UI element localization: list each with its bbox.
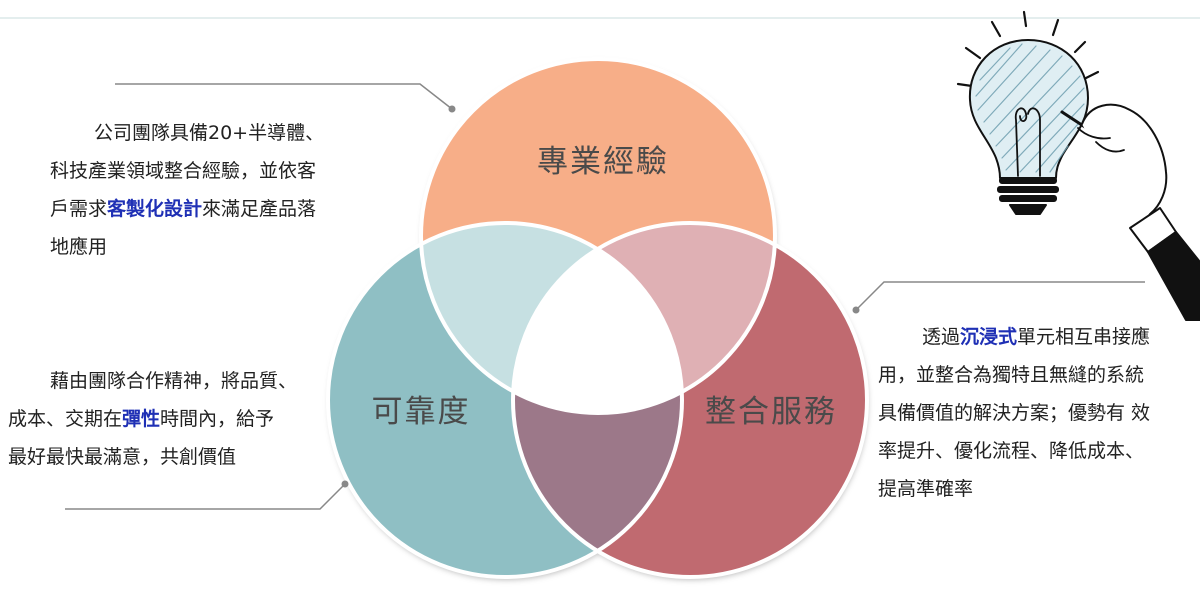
text-integration-line2: 用，並整合為獨特且無縫的系統: [878, 364, 1145, 386]
text-expertise-line2: 科技產業領域整合經驗，並依客: [50, 160, 317, 182]
text-expertise-line1: 公司團隊具備20+半導體、: [94, 122, 325, 144]
label-expertise: 專業經驗: [537, 144, 669, 180]
text-reliability: 藉由團隊合作精神，將品質、 成本、交期在彈性時間內，給予 最好最快最滿意，共創價…: [8, 362, 297, 476]
text-reliability-line2-pre: 成本、交期在: [8, 408, 123, 430]
text-integration: 透過沉浸式單元相互串接應 用，並整合為獨特且無縫的系統 具備價值的解決方案；優勢…: [878, 318, 1150, 508]
text-integration-line1-pre: 透過: [922, 326, 961, 348]
text-expertise-line3-pre: 戶需求: [50, 198, 108, 220]
lightbulb-drawing-hand-icon: [956, 10, 1200, 321]
label-integration: 整合服務: [705, 394, 837, 430]
text-integration-line5: 提高準確率: [878, 478, 974, 500]
label-reliability: 可靠度: [372, 394, 471, 430]
top-divider-line: [0, 17, 1200, 19]
text-integration-line3: 具備價值的解決方案；優勢有 效: [878, 402, 1151, 424]
text-reliability-line1: 藉由團隊合作精神，將品質、: [50, 370, 298, 392]
leader-dot-expertise: [448, 105, 456, 113]
leader-line-reliability: [65, 483, 346, 510]
text-expertise: 公司團隊具備20+半導體、 科技產業領域整合經驗，並依客 戶需求客製化設計來滿足…: [50, 114, 324, 266]
leader-dot-integration: [852, 306, 860, 314]
leader-dot-reliability: [341, 480, 349, 488]
text-expertise-line4: 地應用: [50, 236, 108, 258]
text-integration-line1-post: 單元相互串接應: [1017, 326, 1151, 348]
leader-line-expertise: [115, 83, 453, 110]
text-reliability-line3: 最好最快最滿意，共創價值: [8, 446, 237, 468]
text-expertise-line3-post: 來滿足產品落: [202, 198, 317, 220]
highlight-custom-design: 客製化設計: [107, 198, 203, 220]
leader-line-integration: [855, 281, 1145, 311]
text-reliability-line2-post: 時間內，給予: [160, 408, 275, 430]
highlight-immersive: 沉浸式: [960, 326, 1018, 348]
text-integration-line4: 率提升、優化流程、降低成本、: [878, 440, 1145, 462]
highlight-flexibility: 彈性: [122, 408, 161, 430]
